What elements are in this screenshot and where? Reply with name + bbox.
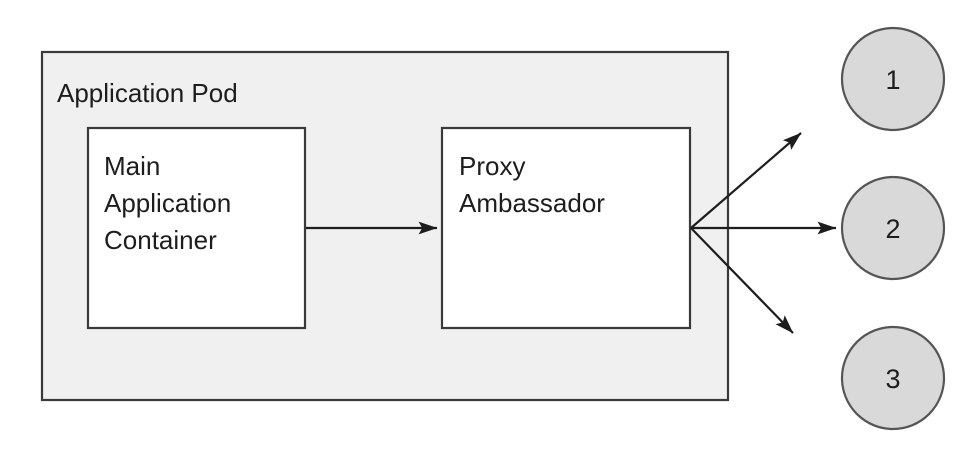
external-node-3-label: 3 [885,364,900,394]
connector-proxy-to-node-1 [690,132,802,229]
connector-proxy-to-node-3 [690,227,794,334]
main-application-container-label: Main Application Container [104,151,238,255]
external-node-1-label: 1 [885,65,900,95]
application-pod-label: Application Pod [57,78,238,108]
proxy-ambassador-label: Proxy Ambassador [459,151,605,218]
external-node-3 [840,325,946,431]
main-application-container-box [86,126,307,330]
proxy-ambassador-container-box [440,126,692,330]
external-node-2 [840,175,946,281]
external-node-1 [840,26,946,132]
external-node-2-label: 2 [885,214,900,244]
